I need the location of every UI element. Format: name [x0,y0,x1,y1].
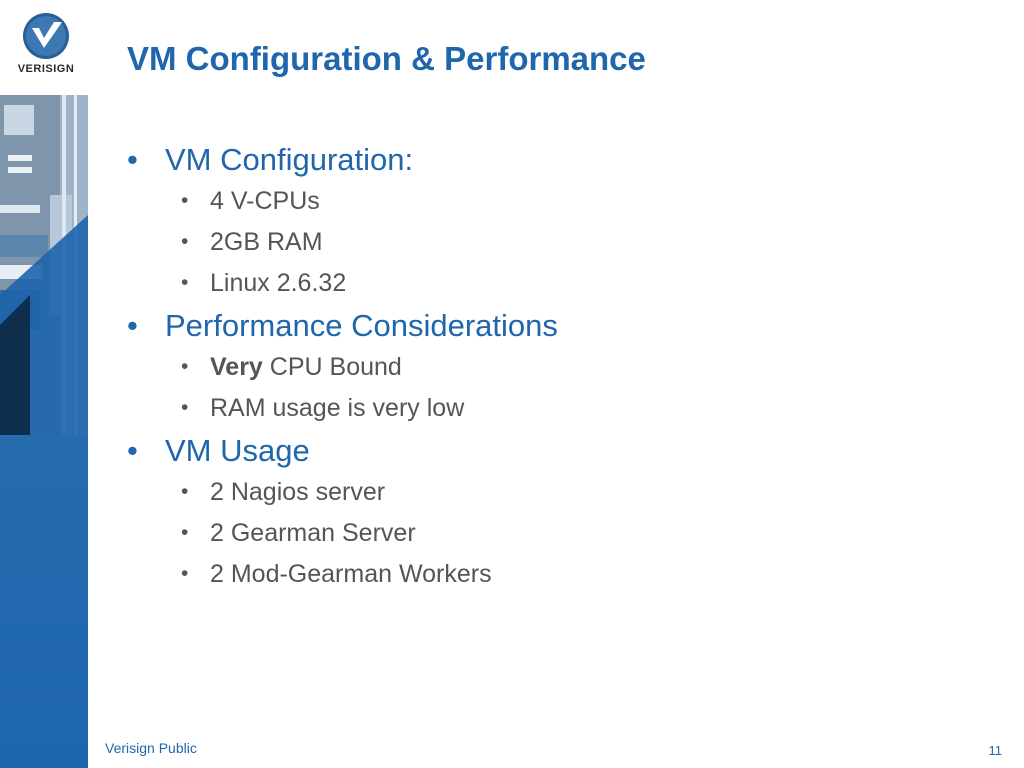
bullet-text: Linux 2.6.32 [210,269,347,297]
bullet-heading: • Performance Considerations [127,309,1007,343]
bullet-text: 2GB RAM [210,228,323,256]
bullet-dot-icon: • [181,480,189,503]
bullet-dot-icon: • [181,271,189,294]
bullet-text: 2 Mod-Gearman Workers [210,560,492,588]
bullet-item: • 2 Mod-Gearman Workers [127,559,1007,589]
bullet-item: • 2 Nagios server [127,477,1007,507]
bullet-heading: • VM Usage [127,434,1007,468]
bullet-dot-icon: • [127,308,138,343]
bullet-dot-icon: • [181,521,189,544]
section-heading: Performance Considerations [165,308,558,343]
verisign-check-icon [23,13,69,59]
bullet-text: RAM usage is very low [210,394,465,422]
page-number: 11 [988,743,1003,758]
section-heading: VM Usage [165,433,310,468]
bullet-text: 2 Gearman Server [210,519,416,547]
bullet-text: 4 V-CPUs [210,187,320,215]
bullet-dot-icon: • [127,433,138,468]
bullet-item: • Linux 2.6.32 [127,268,1007,298]
section-heading: VM Configuration: [165,142,414,177]
bullet-dot-icon: • [181,562,189,585]
bullet-item: • RAM usage is very low [127,393,1007,423]
bullet-dot-icon: • [127,142,138,177]
bullet-item: • 2GB RAM [127,227,1007,257]
server-rack-image [0,95,88,435]
bullet-heading: • VM Configuration: [127,143,1007,177]
slide-title: VM Configuration & Performance [127,40,646,77]
side-decoration [0,0,88,768]
bullet-item: • Very CPU Bound [127,352,1007,382]
bullet-text: 2 Nagios server [210,478,386,506]
bullet-bold-text: Very [210,353,263,381]
slide-body: • VM Configuration: • 4 V-CPUs • 2GB RAM… [127,143,1007,600]
bullet-dot-icon: • [181,230,189,253]
footer-classification: Verisign Public [105,740,197,756]
logo-wordmark: VERISIGN [17,63,75,75]
bullet-item: • 4 V-CPUs [127,186,1007,216]
bullet-dot-icon: • [181,355,189,378]
bullet-dot-icon: • [181,189,189,212]
bullet-text: CPU Bound [262,353,402,381]
bullet-dot-icon: • [181,396,189,419]
bullet-item: • 2 Gearman Server [127,518,1007,548]
